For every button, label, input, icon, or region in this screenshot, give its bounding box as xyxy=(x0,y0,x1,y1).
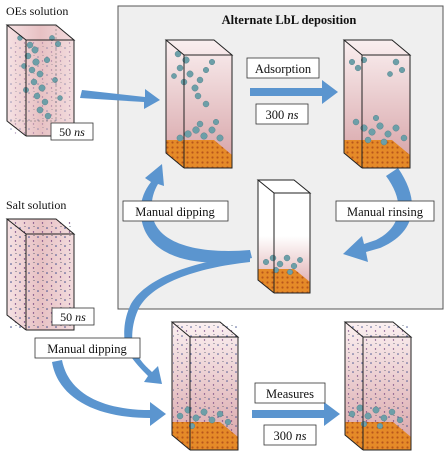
adsorption-label: Adsorption xyxy=(255,62,312,76)
oes-duration-box xyxy=(50,122,94,141)
arrow-oes-to-adsorption xyxy=(80,89,160,109)
arrow-adsorption xyxy=(250,80,338,104)
arrow-measures xyxy=(252,402,340,426)
cell-oes-adsorbed xyxy=(164,39,234,169)
panel-title: Alternate LbL deposition xyxy=(222,13,357,27)
adsorption-duration-box xyxy=(255,103,309,125)
oes-duration: 50 ns xyxy=(59,125,85,139)
cell-salt-dipped xyxy=(170,321,240,451)
cell-after-adsorption xyxy=(342,39,412,169)
measures-label-box xyxy=(254,382,326,404)
arrow-salt-to-bottom xyxy=(52,360,166,426)
manual-dipping-left-box xyxy=(122,200,229,222)
arrow-rinsing xyxy=(343,168,413,262)
measures-duration: 300 ns xyxy=(274,429,307,443)
measures-duration-box xyxy=(263,424,317,446)
arrow-dip-to-bottom xyxy=(128,350,162,384)
oes-solution-box xyxy=(5,24,76,137)
salt-duration: 50 ns xyxy=(60,310,86,324)
manual-rinsing-box xyxy=(335,200,435,222)
manual-rinsing-label: Manual rinsing xyxy=(347,205,424,219)
manual-dipping-bottom-box xyxy=(34,337,141,359)
manual-dipping-left-label: Manual dipping xyxy=(135,205,215,219)
arrow-dipping-loop xyxy=(140,164,252,263)
cell-rinsed xyxy=(256,179,312,294)
oes-solution-label: OEs solution xyxy=(6,4,68,18)
adsorption-label-box xyxy=(246,57,320,79)
salt-duration-box xyxy=(51,307,95,326)
arrow-to-bottom-box xyxy=(124,254,250,352)
manual-dipping-bottom-label: Manual dipping xyxy=(47,342,127,356)
measures-label: Measures xyxy=(266,387,314,401)
salt-solution-label: Salt solution xyxy=(6,198,66,212)
cell-measured xyxy=(343,321,413,451)
flow-arrows xyxy=(52,80,413,426)
adsorption-duration: 300 ns xyxy=(266,108,299,122)
